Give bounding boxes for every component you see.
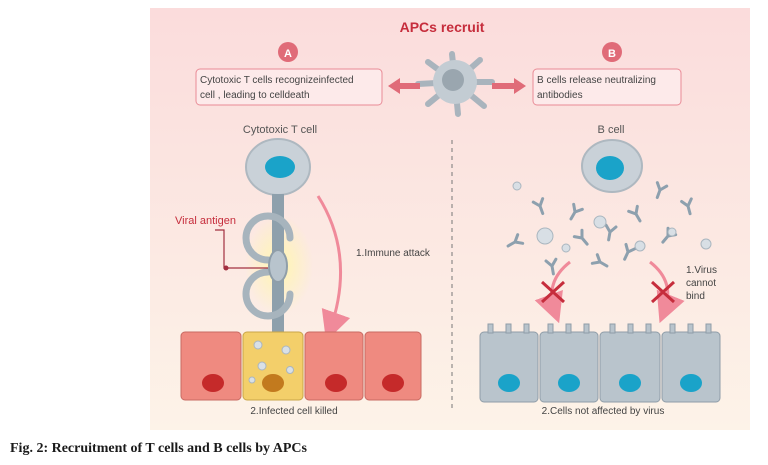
tissue-cell-a1 [180,331,242,401]
panel-a-description-line2: cell , leading to celldeath [200,90,310,101]
panel-a-description-line1: Cytotoxic T cells recognizeinfected [200,75,354,86]
badge-a: A [278,42,298,62]
tissue-cell-b1 [479,323,539,403]
apc-cell [415,51,495,117]
panel-b-description-box: B cells release neutralizing antibodies [532,68,682,106]
blocked-arrow-right [649,260,685,324]
virus-particles [512,181,712,253]
infected-cell-killed-label: 2.Infected cell killed [250,406,337,417]
virus-cannot-bind-line1: 1.Virus [686,265,717,276]
svg-text:B: B [608,48,616,60]
cytotoxic-t-cell [245,138,311,196]
infected-cell [242,331,304,401]
cells-not-affected-label: 2.Cells not affected by virus [542,406,665,417]
cytotoxic-t-cell-label: Cytotoxic T cell [243,124,317,136]
figure-caption: Fig. 2: Recruitment of T cells and B cel… [10,441,307,456]
tissue-cell-b4 [661,323,721,403]
virus-cannot-bind-line2: cannot [686,278,716,289]
virus-cannot-bind-line3: bind [686,291,705,302]
viral-antigen [268,249,288,283]
immune-attack-arrow [316,195,351,342]
tissue-cell-b2 [539,323,599,403]
viral-antigen-pointer [215,229,268,269]
tissue-cell-b3 [599,323,661,403]
receptor-clamp [242,212,294,320]
svg-text:A: A [284,48,292,60]
panel-a-description-box: Cytotoxic T cells recognizeinfected cell… [195,68,383,106]
antibodies [506,181,693,276]
arrow-to-a [388,78,420,94]
b-cell [581,139,643,193]
panel-b-description-line2: antibodies [537,90,583,101]
immune-attack-label: 1.Immune attack [356,248,431,259]
b-cell-label: B cell [598,124,625,136]
arrow-to-b [492,78,526,94]
tissue-cell-a3 [304,331,364,401]
panel-b-description-line1: B cells release neutralizing [537,75,656,86]
badge-b: B [602,42,622,62]
blocked-arrow-left [534,260,571,324]
viral-antigen-label: Viral antigen [175,215,236,227]
diagram-title: APCs recruit [400,19,485,35]
tissue-cell-a4 [364,331,422,401]
